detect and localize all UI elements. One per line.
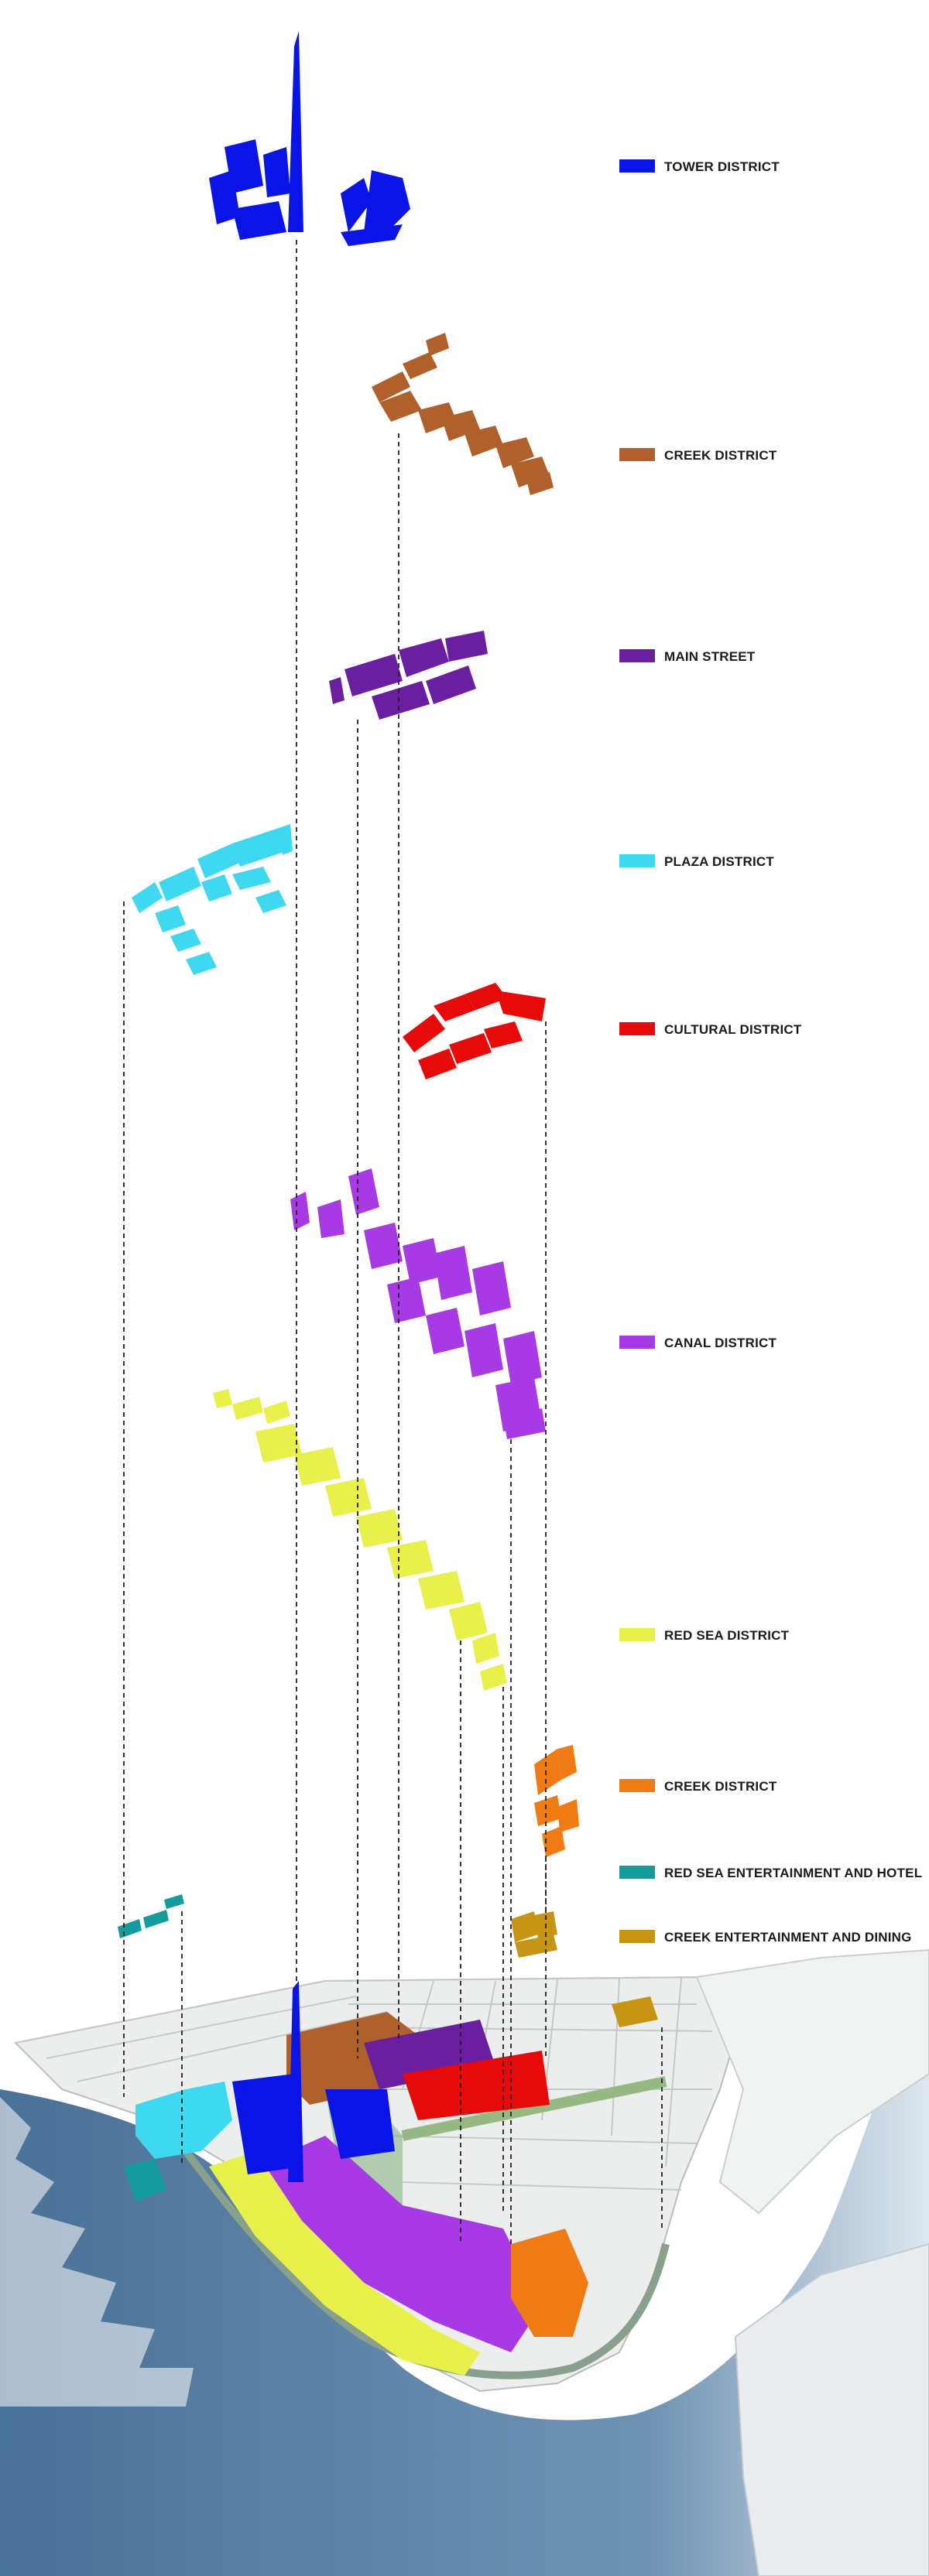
legend-item-creek-district: CREEK DISTRICT [619, 447, 776, 464]
ground-cultural-district [403, 2051, 550, 2120]
legend-item-main-street: MAIN STREET [619, 648, 755, 665]
legend-swatch [619, 159, 655, 173]
ground-red-sea-district [209, 2151, 480, 2376]
legend-label: CANAL DISTRICT [664, 1336, 777, 1350]
ground-canal-district [255, 2136, 542, 2352]
legend-label: CREEK ENTERTAINMENT AND DINING [664, 1930, 912, 1945]
legend-swatch [619, 1336, 655, 1349]
mainland-east [695, 1948, 929, 2215]
greenway [401, 2076, 667, 2141]
layer-tower-district [209, 31, 410, 246]
legend-swatch [619, 649, 655, 662]
ground-plaza-district [135, 2082, 232, 2159]
layer-canal-district [290, 1168, 546, 1439]
legend-label: CREEK DISTRICT [664, 448, 777, 463]
layer-creek-district [372, 333, 554, 495]
legend-item-cultural-district: CULTURAL DISTRICT [619, 1021, 801, 1038]
ground-creek-ent-dining [612, 1996, 658, 2027]
legend-label: PLAZA DISTRICT [664, 854, 774, 869]
layer-main-street [329, 631, 488, 720]
layer-plaza-district [132, 824, 293, 975]
layer-creek-ent-dining [511, 1911, 557, 1958]
layer-red-sea-district [213, 1389, 507, 1691]
legend-label: RED SEA ENTERTAINMENT AND HOTEL [664, 1866, 923, 1880]
ground-creek-district-orange [511, 2229, 588, 2337]
sea-water [0, 1981, 929, 2576]
legend-item-red-sea-district: RED SEA DISTRICT [619, 1627, 789, 1644]
legend-label: MAIN STREET [664, 649, 756, 664]
ground-districts [124, 1981, 658, 2376]
ground-tower-district [232, 1981, 395, 2182]
leader-lines [123, 240, 663, 2244]
legend-item-red-sea-ent-hotel: RED SEA ENTERTAINMENT AND HOTEL [619, 1865, 922, 1882]
legend-swatch [619, 448, 655, 461]
legend-swatch [619, 1022, 655, 1035]
legend-label: TOWER DISTRICT [664, 159, 780, 174]
layer-cultural-district [403, 983, 546, 1079]
legend-item-creek-ent-dining: CREEK ENTERTAINMENT AND DINING [619, 1929, 912, 1946]
legend-item-plaza-district: PLAZA DISTRICT [619, 854, 774, 871]
legend-swatch [619, 854, 655, 867]
coast-fringe [0, 2097, 248, 2407]
legend-item-tower-district: TOWER DISTRICT [619, 159, 780, 176]
layer-creek-district-orange [534, 1745, 579, 1857]
tower-spire [288, 31, 303, 232]
legend-swatch [619, 1866, 655, 1879]
islands-southeast [734, 2242, 929, 2576]
legend-label: CULTURAL DISTRICT [664, 1022, 802, 1037]
legend-label: RED SEA DISTRICT [664, 1628, 790, 1643]
ground-red-sea-ent [124, 2159, 166, 2201]
legend-label: CREEK DISTRICT [664, 1779, 777, 1794]
layer-red-sea-ent-hotel [118, 1894, 184, 1938]
legend-swatch [619, 1628, 655, 1641]
legend-item-canal-district: CANAL DISTRICT [619, 1335, 776, 1352]
legend-swatch [619, 1930, 655, 1943]
legend-item-creek-district-orange: CREEK DISTRICT [619, 1778, 776, 1795]
legend-swatch [619, 1779, 655, 1792]
